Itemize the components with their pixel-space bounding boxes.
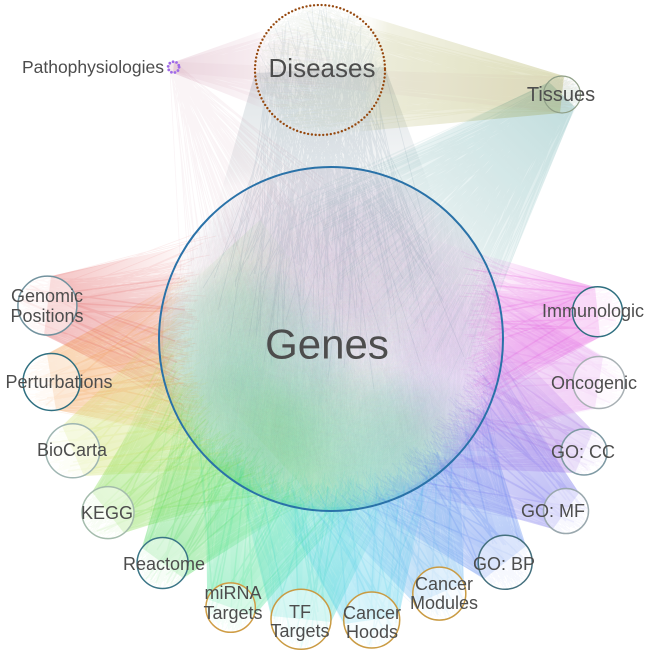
svg-text:GO: MF: GO: MF bbox=[521, 501, 585, 521]
svg-text:miRNA: miRNA bbox=[205, 583, 262, 603]
svg-text:Hoods: Hoods bbox=[346, 622, 398, 642]
svg-text:Genomic: Genomic bbox=[11, 286, 83, 306]
svg-text:Positions: Positions bbox=[10, 306, 83, 326]
svg-text:Cancer: Cancer bbox=[415, 574, 473, 594]
svg-text:Pathophysiologies: Pathophysiologies bbox=[22, 57, 164, 77]
svg-text:Diseases: Diseases bbox=[269, 53, 376, 83]
svg-text:Targets: Targets bbox=[270, 621, 329, 641]
svg-text:Modules: Modules bbox=[410, 593, 478, 613]
svg-text:Reactome: Reactome bbox=[123, 554, 205, 574]
svg-text:Tissues: Tissues bbox=[527, 84, 595, 106]
svg-text:Oncogenic: Oncogenic bbox=[551, 373, 637, 393]
svg-text:GO: BP: GO: BP bbox=[473, 554, 535, 574]
svg-text:Genes: Genes bbox=[265, 321, 389, 368]
svg-text:Perturbations: Perturbations bbox=[5, 372, 112, 392]
svg-text:KEGG: KEGG bbox=[81, 503, 133, 523]
svg-text:BioCarta: BioCarta bbox=[37, 440, 108, 460]
svg-text:Immunologic: Immunologic bbox=[542, 301, 644, 321]
svg-text:Cancer: Cancer bbox=[343, 603, 401, 623]
svg-text:TF: TF bbox=[289, 602, 311, 622]
svg-text:GO: CC: GO: CC bbox=[551, 442, 615, 462]
svg-text:Targets: Targets bbox=[203, 603, 262, 623]
